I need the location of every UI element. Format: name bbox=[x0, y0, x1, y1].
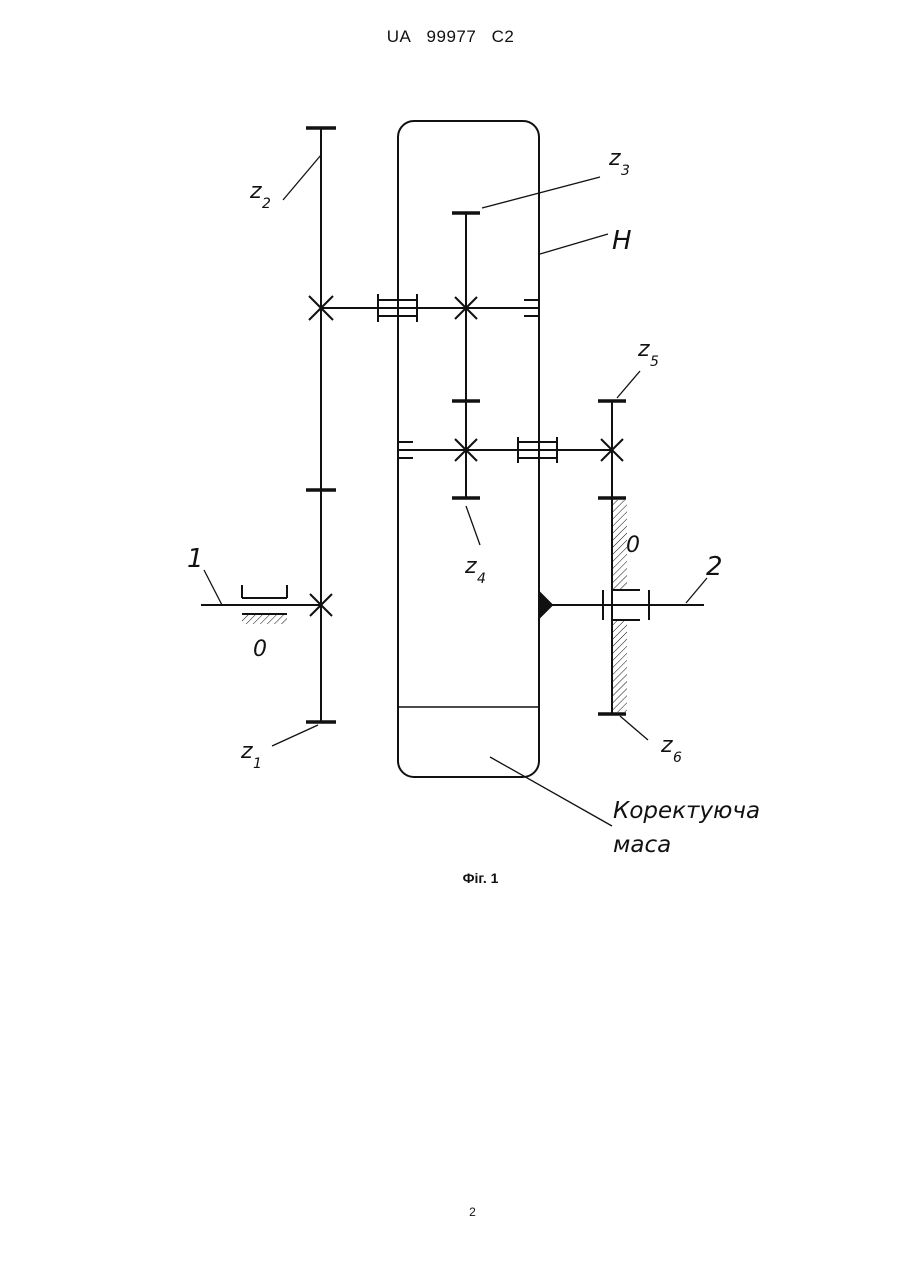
input-bearing bbox=[242, 585, 287, 614]
ground-hatch-lower bbox=[613, 620, 627, 712]
leader-z4 bbox=[466, 506, 480, 545]
ground-hatch-upper bbox=[613, 500, 627, 590]
page-number: 2 bbox=[0, 1205, 901, 1219]
svg-text:5: 5 bbox=[650, 354, 659, 370]
ground-hatch-left bbox=[242, 615, 287, 624]
label-shaft-1: 1 bbox=[187, 544, 204, 574]
leader-z5 bbox=[617, 371, 640, 398]
label-z5: z 5 bbox=[637, 337, 659, 370]
label-correcting-mass-2: маса bbox=[613, 832, 671, 858]
leader-mass bbox=[490, 757, 612, 826]
svg-text:6: 6 bbox=[673, 750, 682, 766]
weld-joint bbox=[539, 592, 552, 618]
leader-2 bbox=[686, 578, 707, 603]
svg-text:z: z bbox=[637, 337, 650, 362]
label-ground-left: 0 bbox=[253, 637, 267, 662]
leader-z1 bbox=[272, 725, 318, 746]
svg-text:2: 2 bbox=[262, 196, 271, 212]
svg-text:4: 4 bbox=[477, 571, 486, 587]
label-z6: z 6 bbox=[660, 733, 682, 766]
svg-text:z: z bbox=[464, 554, 477, 579]
label-z3: z 3 bbox=[608, 146, 630, 179]
leader-h bbox=[540, 234, 608, 254]
leader-z3 bbox=[482, 177, 600, 208]
label-z1: z 1 bbox=[240, 739, 262, 772]
svg-text:3: 3 bbox=[621, 163, 630, 179]
leader-z2 bbox=[283, 155, 321, 200]
leader-1 bbox=[204, 570, 222, 605]
svg-text:z: z bbox=[608, 146, 621, 171]
label-shaft-2: 2 bbox=[706, 552, 723, 582]
label-z2: z 2 bbox=[249, 179, 271, 212]
leader-z6 bbox=[620, 716, 648, 740]
svg-text:z: z bbox=[249, 179, 262, 204]
label-z4: z 4 bbox=[464, 554, 486, 587]
svg-text:z: z bbox=[660, 733, 673, 758]
svg-text:1: 1 bbox=[253, 756, 262, 772]
svg-text:z: z bbox=[240, 739, 253, 764]
label-correcting-mass-1: Коректуюча bbox=[613, 798, 760, 824]
figure-caption: Фіг. 1 bbox=[0, 870, 901, 886]
label-ground-right: 0 bbox=[626, 533, 640, 558]
label-h: H bbox=[612, 226, 632, 256]
